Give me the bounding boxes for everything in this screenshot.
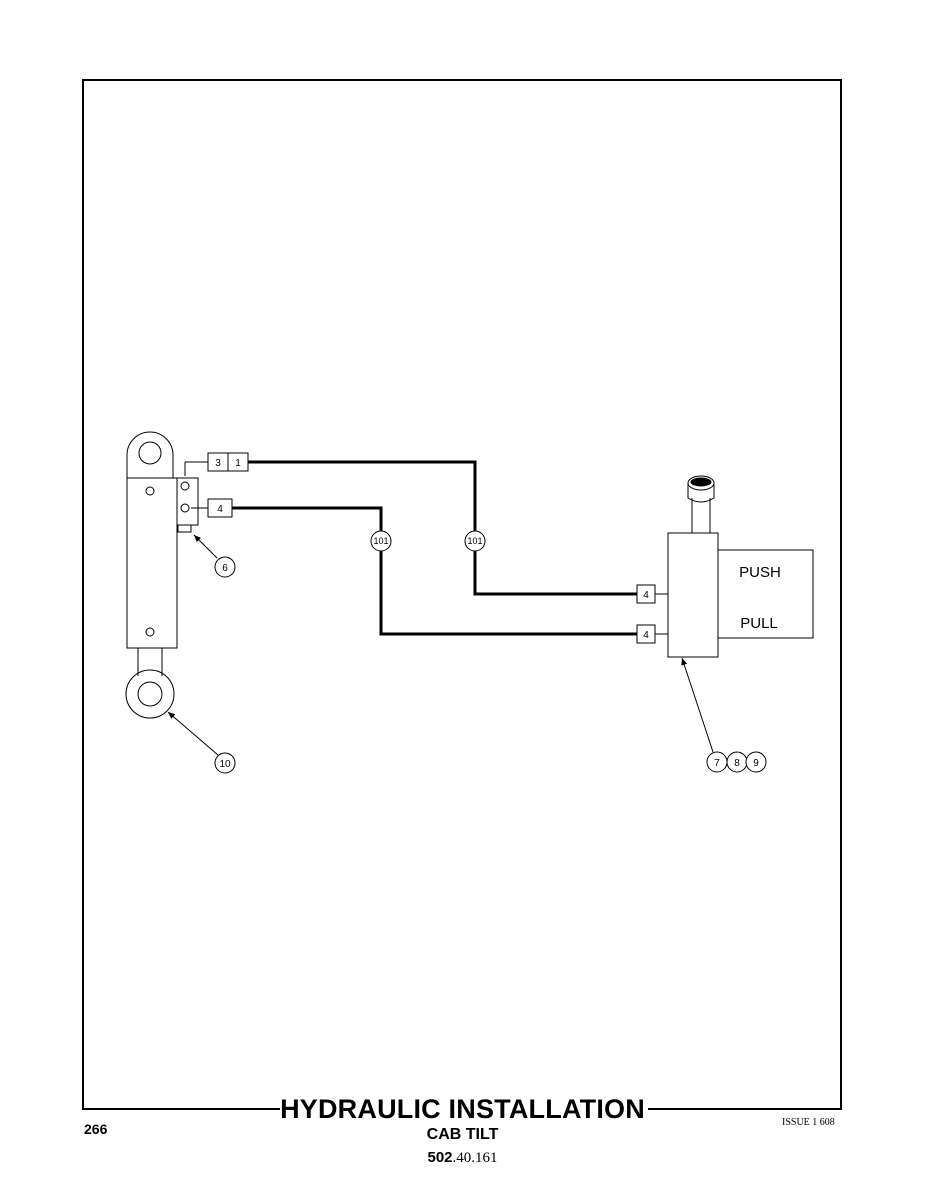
page-number: 266 bbox=[84, 1121, 108, 1137]
hose-pull-line bbox=[232, 506, 637, 636]
cylinder-top-eye-hole bbox=[138, 441, 162, 465]
cylinder-port-dot-lower bbox=[145, 627, 155, 637]
page-title: HYDRAULIC INSTALLATION bbox=[280, 1094, 645, 1124]
part-number: 502.40.161 bbox=[0, 1149, 925, 1167]
cylinder-port-block bbox=[176, 477, 199, 526]
cylinder-body bbox=[126, 477, 178, 649]
valve-body bbox=[667, 532, 719, 658]
callout-circle-9 bbox=[745, 751, 767, 773]
callout-circle-10 bbox=[214, 752, 236, 774]
hydraulic-hoses bbox=[232, 460, 637, 636]
fitting-label-1: 1 bbox=[235, 458, 241, 469]
callout-6: 6 bbox=[222, 563, 228, 574]
callout-8: 8 bbox=[734, 758, 740, 769]
valve-pull-label: PULL bbox=[740, 615, 778, 632]
callout-hose-left: 101 bbox=[373, 536, 388, 546]
port-upper bbox=[180, 481, 190, 491]
fitting-label-pull-4: 4 bbox=[643, 630, 649, 641]
valve-knob-body bbox=[687, 483, 715, 503]
callout-circle-hose-left bbox=[370, 530, 392, 552]
cylinder-bottom-eye-hole bbox=[137, 681, 163, 707]
valve-label-plate bbox=[717, 549, 814, 639]
hose-push-line bbox=[248, 460, 637, 596]
valve-push-label: PUSH bbox=[739, 564, 781, 581]
leader-789 bbox=[681, 657, 714, 753]
fitting-label-push-4: 4 bbox=[643, 590, 649, 601]
fitting-label-cyl-4: 4 bbox=[217, 504, 223, 515]
valve-knob-cap bbox=[690, 477, 712, 487]
fitting-box-1 bbox=[227, 452, 249, 472]
fitting-box-cyl-4 bbox=[207, 498, 233, 518]
port-lower bbox=[180, 503, 190, 513]
port-block-tab bbox=[177, 524, 192, 533]
callout-9: 9 bbox=[753, 758, 759, 769]
control-valve bbox=[667, 475, 814, 658]
valve-knob-top bbox=[687, 475, 715, 491]
leader-6 bbox=[193, 534, 218, 559]
drawing-border bbox=[82, 79, 842, 1109]
page-subtitle: CAB TILT bbox=[426, 1126, 499, 1143]
callout-circle-6 bbox=[214, 556, 236, 578]
fitting-label-3: 3 bbox=[215, 458, 221, 469]
cylinder-port-dot-upper bbox=[145, 486, 155, 496]
callout-7: 7 bbox=[714, 758, 720, 769]
cylinder-bottom-eye bbox=[125, 669, 175, 719]
part-number-prefix: 502 bbox=[427, 1149, 453, 1166]
callout-circle-hose-right bbox=[464, 530, 486, 552]
cab-tilt-cylinder bbox=[125, 431, 208, 719]
cylinder-top-eye bbox=[126, 431, 174, 478]
issue-label: ISSUE 1 608 bbox=[782, 1117, 835, 1128]
leader-10 bbox=[167, 711, 219, 756]
callout-hose-right: 101 bbox=[467, 536, 482, 546]
part-number-suffix: .40.161 bbox=[452, 1150, 498, 1166]
callout-10: 10 bbox=[219, 759, 231, 770]
